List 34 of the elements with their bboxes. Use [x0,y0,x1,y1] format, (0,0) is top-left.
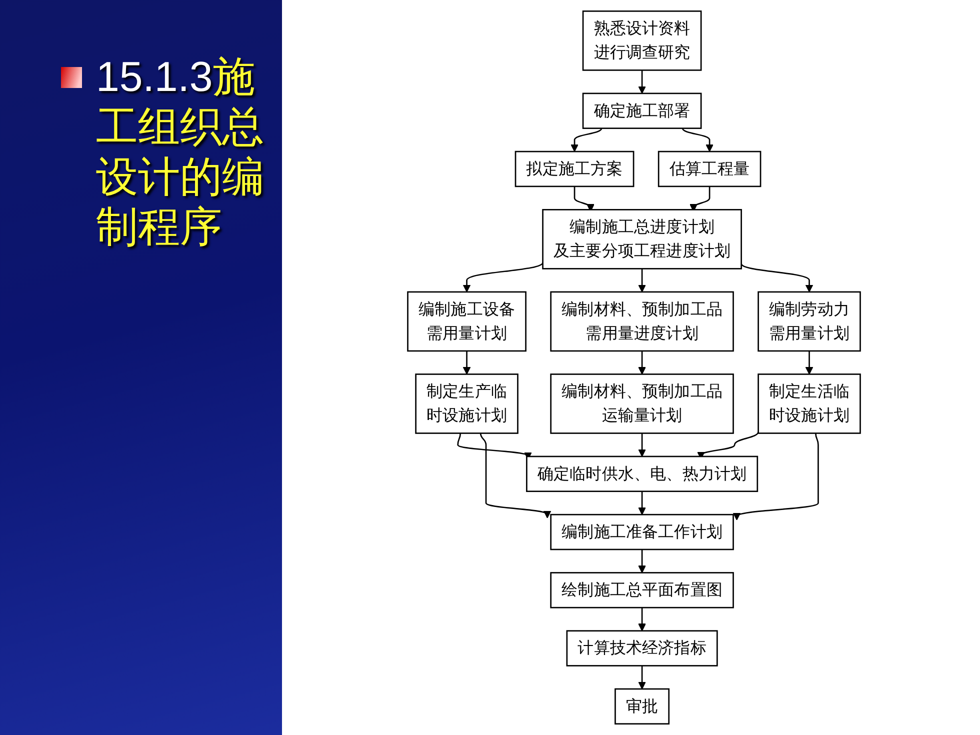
process-box: 编制材料、预制加工品运输量计划 [550,374,734,434]
process-box: 熟悉设计资料进行调查研究 [582,10,702,71]
process-box: 拟定施工方案 [514,150,634,188]
arrow [638,666,646,690]
process-box: 估算工程量 [658,150,762,188]
arrow [480,433,550,518]
process-box: 审批 [614,688,670,725]
process-box: 编制材料、预制加工品需用量进度计划 [550,291,734,352]
process-box: 绘制施工总平面布置图 [550,572,734,608]
process-box: 制定生活临时设施计划 [758,374,861,434]
arrow [638,433,646,457]
arrow [462,350,471,375]
process-box: 编制施工准备工作计划 [550,514,734,550]
title: 15.1.3施工组织总设计的编制程序 [96,52,265,252]
process-box: 确定施工部署 [582,92,702,129]
process-box: 编制施工设备需用量计划 [407,291,526,352]
process-box: 编制劳动力需用量计划 [758,291,861,352]
arrow [638,268,646,292]
process-box: 编制施工总进度计划及主要分项工程进度计划 [542,209,742,270]
arrow [457,433,531,459]
process-box: 确定临时供水、电、热力计划 [526,456,758,492]
arrow [682,128,714,152]
arrow [638,70,646,94]
arrow [570,128,602,152]
process-box: 制定生产临时设施计划 [415,374,518,434]
arrow [638,608,646,632]
arrow [734,433,819,520]
process-box: 计算技术经济指标 [566,630,718,666]
arrow [805,350,814,375]
arrow [638,549,646,574]
arrow [462,262,544,292]
arrow [638,491,646,515]
arrow [638,350,646,375]
arrow [740,263,814,292]
